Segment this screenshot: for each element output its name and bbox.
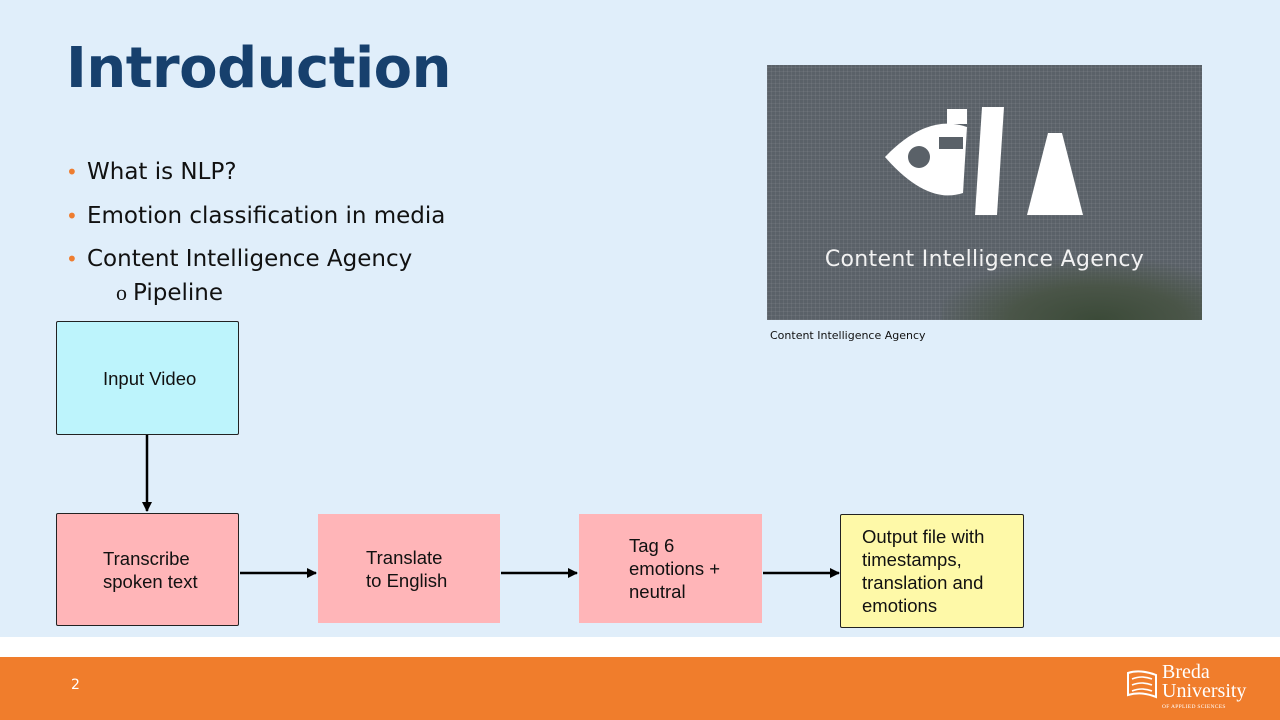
pipeline-output-box: Output file with timestamps, translation… (840, 514, 1024, 628)
tree-silhouette (942, 260, 1202, 320)
university-logo: Breda University OF APPLIED SCIENCES (1126, 661, 1266, 715)
sub-bullet-marker: o (116, 280, 127, 305)
university-name: Breda University (1162, 661, 1247, 702)
image-caption: Content Intelligence Agency (770, 329, 926, 342)
bullet-item: •Content Intelligence Agency (66, 239, 445, 283)
agency-logo-image: Content Intelligence Agency (767, 65, 1202, 320)
logo-caption-text: Content Intelligence Agency (824, 247, 1145, 272)
bullet-item: •What is NLP? (66, 152, 445, 196)
sub-bullet-label: Pipeline (133, 280, 224, 306)
bullet-dot-icon: • (66, 247, 78, 271)
bullet-dot-icon: • (66, 203, 78, 228)
bullet-list: •What is NLP? •Emotion classification in… (66, 152, 445, 283)
footer-bar: 2 Breda University OF APPLIED SCIENCES (0, 657, 1280, 720)
pipeline-tag-emotions-box: Tag 6 emotions + neutral (579, 514, 762, 623)
university-emblem-icon (1127, 670, 1157, 699)
university-tagline: OF APPLIED SCIENCES (1162, 704, 1226, 710)
bullet-dot-icon: • (66, 160, 78, 184)
pipeline-translate-box: Translate to English (318, 514, 500, 623)
page-number: 2 (71, 677, 80, 693)
pipeline-input-box: Input Video (56, 321, 239, 435)
slide-title: Introduction (66, 36, 452, 101)
bullet-item: •Emotion classification in media (66, 196, 445, 240)
pipeline-transcribe-box: Transcribe spoken text (56, 513, 239, 626)
cia-logo-icon (885, 107, 1083, 215)
